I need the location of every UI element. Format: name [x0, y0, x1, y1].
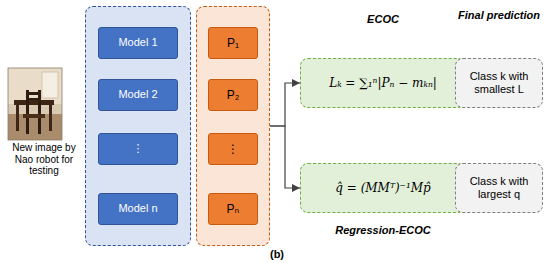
- box-label: ⋮: [133, 142, 144, 155]
- formula: Lₖ = ∑₁ⁿ|Pₙ − mₖₙ|: [329, 76, 437, 90]
- photo-table-leg: [16, 105, 19, 131]
- prediction-box: P₁: [208, 27, 258, 59]
- photo-table-top: [14, 100, 54, 105]
- photo-table-leg: [49, 105, 52, 131]
- box-label: Model 2: [118, 88, 157, 101]
- photo-ground: [8, 68, 62, 140]
- prediction-panel: P₁ P₂ ⋮ Pₙ: [196, 6, 270, 246]
- flow-arrow: [270, 83, 300, 126]
- model-box: Model 2: [98, 79, 178, 111]
- box-label: P₂: [227, 88, 240, 102]
- photo-chair-rail: [26, 98, 41, 100]
- prediction-box: P₂: [208, 79, 258, 111]
- model-box: Model 1: [98, 27, 178, 59]
- formula: q̂ = (MMᵀ)⁻¹Mp̂: [335, 181, 430, 195]
- final-prediction-box: Class k with smallest L: [455, 58, 543, 108]
- photo-frame: [8, 68, 62, 140]
- flow-arrow: [270, 126, 300, 188]
- prediction-box: ⋮: [208, 133, 258, 165]
- image-caption: New image by Nao robot for testing: [4, 142, 84, 177]
- figure-label: (b): [262, 248, 292, 260]
- photo-chair-post: [26, 90, 29, 134]
- photo-chair-post: [38, 90, 41, 134]
- box-label: Model 1: [118, 36, 157, 49]
- photo: [8, 68, 62, 140]
- ecoc-box: ECOCLₖ = ∑₁ⁿ|Pₙ − mₖₙ|: [300, 58, 466, 108]
- model-box: ⋮: [98, 133, 178, 165]
- box-label: Class k with largest q: [462, 175, 536, 201]
- column-heading: Final prediction: [450, 9, 548, 21]
- method-heading: ECOC: [281, 13, 485, 25]
- photo-wall: [8, 68, 62, 104]
- model-panel: Model 1 Model 2 ⋮ Model n: [85, 6, 191, 246]
- photo-chair-rail: [26, 92, 41, 95]
- final-prediction-box: Class k with largest q: [455, 163, 543, 213]
- model-box: Model n: [98, 193, 178, 225]
- box-label: Class k with smallest L: [462, 70, 536, 96]
- photo-window: [42, 72, 58, 98]
- box-label: Model n: [118, 202, 157, 215]
- image-node: New image by Nao robot for testing: [4, 66, 84, 177]
- box-label: P₁: [227, 36, 239, 50]
- method-heading: Regression-ECOC: [281, 224, 485, 236]
- regression-ecoc-box: q̂ = (MMᵀ)⁻¹Mp̂Regression-ECOC: [300, 163, 466, 213]
- box-label: Pₙ: [227, 202, 240, 216]
- prediction-box: Pₙ: [208, 193, 258, 225]
- photo-chair-seat: [23, 114, 45, 118]
- box-label: ⋮: [227, 142, 239, 156]
